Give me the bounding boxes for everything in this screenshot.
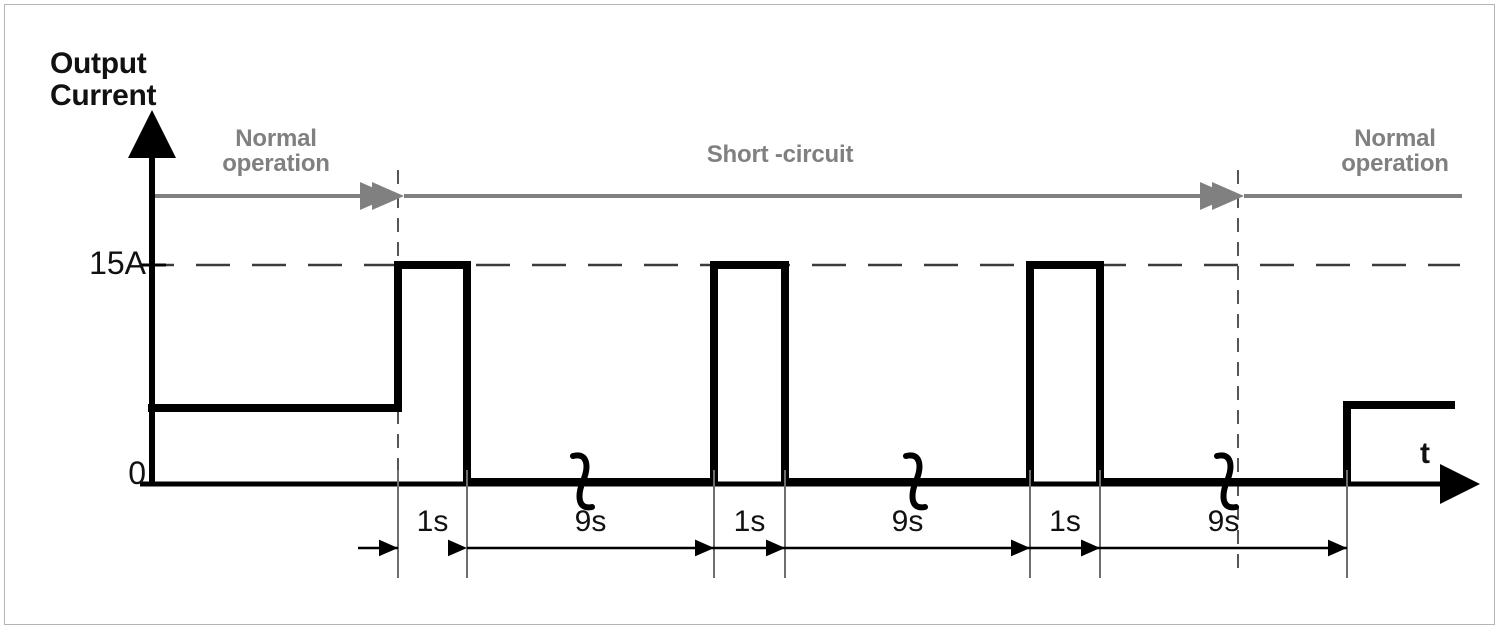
phase-label-short-circuit: Short -circuit xyxy=(706,141,854,168)
segment-label: 1s xyxy=(1049,505,1081,538)
output-current-waveform xyxy=(148,261,1455,486)
axis-break-squiggle-2 xyxy=(903,452,928,511)
y-axis-tick-label-15a: 15A xyxy=(89,245,146,281)
diagram-border-frame xyxy=(4,4,1495,625)
segment-label: 9s xyxy=(891,505,924,538)
x-axis-label-t: t xyxy=(1420,437,1430,470)
segment-label: 1s xyxy=(416,505,449,538)
segment-label: 1s xyxy=(733,505,766,538)
y-axis-tick-label-0: 0 xyxy=(128,455,146,491)
axis-break-squiggle-3 xyxy=(1214,452,1239,511)
segment-label: 9s xyxy=(1207,505,1240,538)
segment-label: 9s xyxy=(574,505,607,538)
dimension-ticks xyxy=(397,470,1348,578)
axis-break-squiggle-1 xyxy=(570,452,595,511)
